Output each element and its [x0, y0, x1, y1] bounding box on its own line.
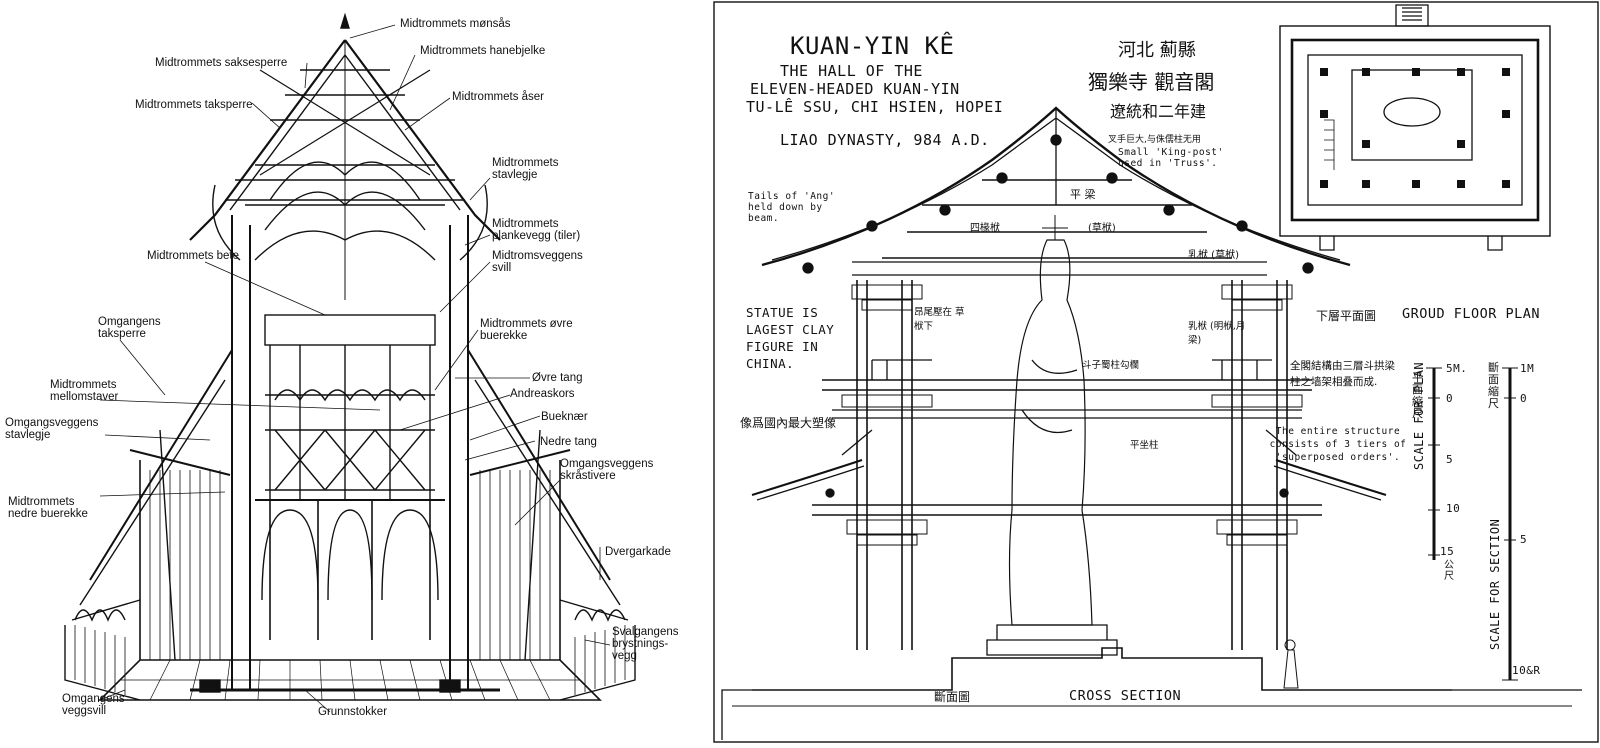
scale-plan-tick-5: 5 [1446, 453, 1454, 466]
label-plankevegg: Midtrommets plankevegg (tiler) [492, 218, 581, 242]
scale-section-tick-5: 5 [1520, 533, 1528, 546]
scale-for-section-label: SCALE FOR SECTION [1488, 518, 1502, 650]
note-structure: The entire structure consists of 3 tiers… [1269, 426, 1407, 463]
kuan-yin-ke-section-drawing: KUAN-YIN KÊ THE HALL OF THE ELEVEN-HEADE… [712, 0, 1600, 748]
label-dvergarkade: Dvergarkade [605, 546, 671, 558]
label-nedre-buerekke: Midtrommets nedre buerekke [8, 496, 88, 520]
beam-label-sichuanfu: 四椽栿 [970, 223, 1000, 234]
cross-section-label: CROSS SECTION [1069, 688, 1182, 704]
beam-label-caofu: (草栿) [1088, 223, 1116, 234]
scale-plan-tick-10: 10 [1446, 502, 1461, 515]
label-hanebjelke: Midtrommets hanebjelke [420, 45, 546, 57]
panel-divider [700, 0, 712, 748]
stave-church-cutaway-diagram: Midtrommets mønsås Midtrommets saksesper… [0, 0, 700, 748]
title-kuan-yin-ke: KUAN-YIN KÊ [790, 32, 955, 60]
label-andreaskors: Andreaskors [510, 388, 575, 400]
label-saksesperre: Midtrommets saksesperre [155, 57, 288, 69]
title-line-3: ELEVEN-HEADED KUAN-YIN [750, 80, 960, 98]
note-statue: STATUE IS LAGEST CLAY FIGURE IN CHINA. [746, 305, 835, 371]
scale-section-tick-1m: 1M [1520, 362, 1535, 375]
label-brystningsvegg: Svalgangens brystnings-vegg [612, 626, 679, 662]
scale-plan-tick-15: 15 [1440, 545, 1455, 558]
scale-section-tick-0: 0 [1520, 392, 1528, 405]
scale-section-tick-10: 10&R [1512, 664, 1541, 677]
label-ovre-tang: Øvre tang [532, 372, 583, 384]
ground-plan-label-cn: 下層平面圖 [1316, 309, 1377, 323]
cross-section-label-cn: 斷面圖 [934, 690, 971, 704]
label-veggsvill: Omgangens veggsvill [62, 693, 125, 717]
scale-for-section-label-cn: 斷面縮尺 [1488, 361, 1499, 410]
note-structure-cn: 全閣結構由三層斗拱梁柱之墙架相叠而成. [1290, 360, 1395, 388]
label-omgangens-taksperre: Omgangens taksperre [98, 316, 161, 340]
label-ovre-buerekke: Midtrommets øvre buerekke [480, 318, 573, 342]
title-line-2: THE HALL OF THE [780, 62, 923, 80]
label-svill: Midtromsveggens svill [492, 250, 583, 274]
beam-label-rufu-cao: 乳栿 (草栿) [1188, 250, 1239, 261]
label-stavlegje: Midtrommets stavlegje [492, 157, 559, 181]
note-statue-cn: 像爲國內最大塑像 [740, 416, 837, 430]
beam-label-douzi: 斗子蜀柱勾欄 [1082, 360, 1140, 371]
cn-title-line-2: 獨樂寺 觀音閣 [1088, 70, 1215, 94]
label-monsas: Midtrommets mønsås [400, 18, 511, 30]
beam-label-rufu-ming: 乳栿 (明栿,月梁) [1188, 321, 1246, 346]
stave-church-drawing [64, 12, 636, 713]
label-taksperre: Midtrommets taksperre [135, 99, 253, 111]
beam-label-pingzuozhu: 平坐柱 [1130, 440, 1159, 451]
scale-plan-tick-5m: 5M. [1446, 362, 1468, 375]
label-bueknaer: Bueknær [541, 411, 588, 423]
title-line-4: TU-LÊ SSU, CHI HSIEN, HOPEI [746, 98, 1004, 116]
label-nedre-tang: Nedre tang [540, 436, 597, 448]
note-tails-of-ang: Tails of 'Ang' held down by beam. [748, 191, 836, 224]
ground-plan-label: GROUD FLOOR PLAN [1402, 306, 1541, 322]
scale-plan-unit-cn: 公尺 [1444, 560, 1454, 582]
label-aser: Midtrommets åser [452, 91, 545, 103]
cn-title-line-3: 遼統和二年建 [1110, 102, 1207, 121]
scale-for-plan-label-cn: 平面縮尺 [1412, 371, 1423, 420]
label-omgangsveggens-stavlegje: Omgangsveggens stavlegje [5, 417, 99, 441]
label-bete: Midtrommets bete [147, 250, 240, 262]
label-mellomstaver: Midtrommets mellomstaver [50, 379, 119, 403]
beam-label-angwei: 昂尾壓在 草栿下 [914, 307, 965, 332]
label-skrastivere: Omgangsveggens skråstivere [560, 458, 654, 482]
cn-title-line-1: 河北 薊縣 [1118, 40, 1196, 61]
note-kingpost: Small 'King-post' used in 'Truss'. [1118, 147, 1224, 169]
note-kingpost-cn: 叉手巨大,与侏儒柱无用 [1108, 135, 1201, 145]
title-dynasty: LIAO DYNASTY, 984 A.D. [780, 131, 990, 149]
hall-section-drawing [713, 1, 1599, 743]
scale-plan-tick-0: 0 [1446, 392, 1454, 405]
beam-label-pingliang: 平 梁 [1070, 188, 1096, 201]
label-grunnstokker: Grunnstokker [318, 706, 388, 718]
